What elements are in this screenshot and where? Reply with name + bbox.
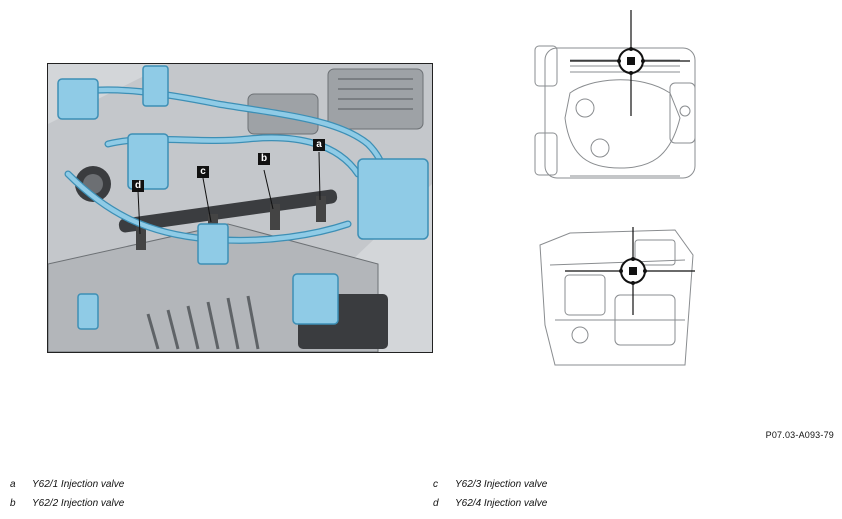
legend-letter: d [433, 498, 439, 509]
engine-illustration: d c b a [47, 63, 433, 353]
legend-letter: a [10, 479, 16, 490]
locator-top-view [530, 8, 700, 193]
legend-item-c: c Y62/3 Injection valve [433, 479, 833, 493]
legend-letter: b [10, 498, 16, 509]
callout-c: c [197, 166, 209, 178]
legend-letter: c [433, 479, 438, 490]
engine-drawing [48, 64, 432, 352]
reference-code: P07.03-A093-79 [765, 430, 834, 440]
legend-text: Y62/3 Injection valve [455, 479, 548, 490]
legend-text: Y62/2 Injection valve [32, 498, 125, 509]
callout-b: b [258, 153, 270, 165]
legend-item-a: a Y62/1 Injection valve [10, 479, 410, 493]
callout-d: d [132, 180, 144, 192]
legend-text: Y62/1 Injection valve [32, 479, 125, 490]
legend-item-b: b Y62/2 Injection valve [10, 498, 410, 512]
legend-text: Y62/4 Injection valve [455, 498, 548, 509]
locator-side-view [535, 225, 695, 370]
callout-a: a [313, 139, 325, 151]
legend-item-d: d Y62/4 Injection valve [433, 498, 833, 512]
